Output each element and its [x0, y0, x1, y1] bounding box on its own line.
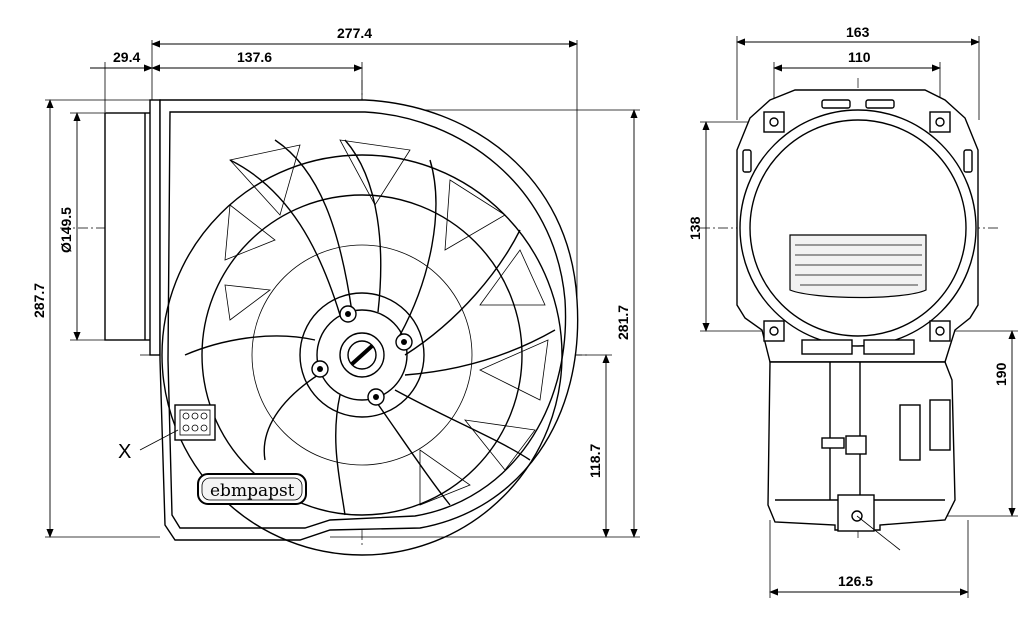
dim-277-4-label: 277.4	[337, 25, 372, 41]
dim-inlet-offset: 29.4	[90, 49, 153, 112]
mounting-holes	[763, 111, 951, 342]
impeller	[161, 139, 563, 556]
dim-149-5-label: Ø149.5	[58, 207, 74, 253]
dim-base-width: 126.5	[769, 520, 969, 598]
inlet-flange	[104, 99, 161, 356]
side-view: 163 110 138 190 126.5	[687, 24, 1018, 598]
dim-190-label: 190	[993, 362, 1009, 386]
dim-hole-spacing: 110	[773, 49, 941, 118]
dim-29-4-label: 29.4	[113, 49, 140, 65]
dim-137-6-label: 137.6	[237, 49, 272, 65]
dim-281-7-label: 281.7	[615, 305, 631, 340]
hub-screws	[311, 305, 413, 406]
dim-110-label: 110	[848, 49, 871, 65]
dim-hole-vertical: 138	[687, 121, 770, 332]
side-housing-upper	[736, 89, 979, 363]
front-view: 277.4 29.4 137.6 287.7 Ø149.5	[31, 25, 640, 556]
dim-138-label: 138	[687, 216, 703, 240]
dim-side-width: 163	[736, 24, 980, 120]
connector: X	[118, 404, 216, 463]
brand-logo-text: ebmpapst	[210, 481, 295, 501]
dim-118-7-label: 118.7	[587, 444, 603, 478]
side-housing-lower	[767, 361, 956, 551]
brand-logo: ebmpapst	[197, 473, 307, 505]
dim-126-5-label: 126.5	[838, 573, 873, 589]
dim-163-label: 163	[846, 24, 870, 40]
dim-overall-width: 277.4	[151, 25, 578, 340]
dim-287-7-label: 287.7	[31, 283, 47, 318]
connector-label: X	[118, 441, 131, 463]
dim-overall-height: 287.7	[31, 99, 160, 538]
dim-inlet-diameter: Ø149.5	[58, 112, 105, 341]
dim-right-height: 281.7	[330, 109, 640, 538]
